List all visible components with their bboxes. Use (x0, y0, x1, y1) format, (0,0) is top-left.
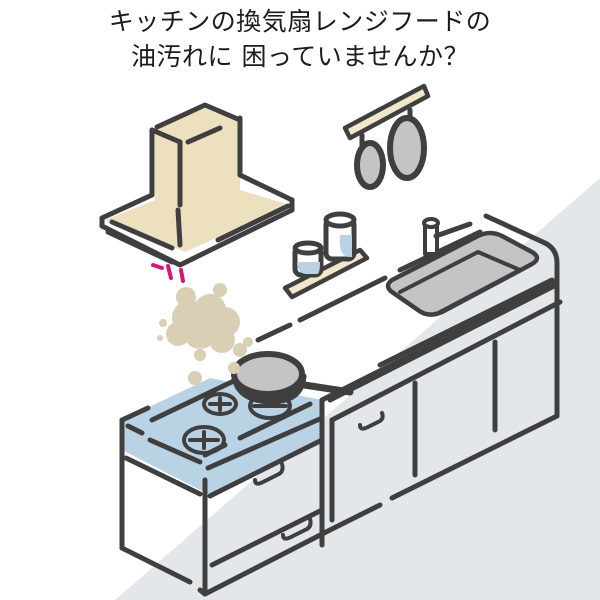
spice-jar-icon (292, 240, 324, 278)
alert-marks-icon (151, 263, 185, 283)
burner-icon (202, 392, 238, 416)
range-hood (99, 102, 295, 268)
countertop-edges (255, 213, 560, 403)
sink (385, 230, 540, 317)
faucet-icon (422, 217, 473, 256)
headline-line-2: 油汚れに 困っていませんか？ (131, 42, 469, 71)
spice-shelf (282, 211, 370, 300)
hanging-pan-large-icon (387, 115, 427, 181)
smoke-cloud (157, 283, 253, 385)
headline-line-1: キッチンの換気扇レンジフードの (108, 7, 492, 36)
spice-jar-icon (323, 211, 357, 262)
headline: キッチンの換気扇レンジフードの 油汚れに 困っていませんか？ (0, 4, 600, 74)
sink-cabinet (319, 279, 563, 533)
burner-icon (182, 425, 226, 455)
hanging-pan-small-icon (354, 140, 386, 190)
